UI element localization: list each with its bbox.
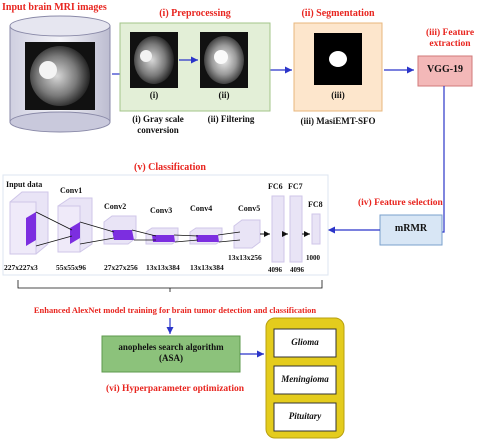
layer-input: Input data — [6, 180, 43, 189]
filter-image-number: (ii) — [218, 90, 230, 100]
class-box-meningioma — [273, 365, 337, 395]
layer-fc8: FC8 — [308, 200, 323, 209]
feature-extraction-title: (iii) Feature extraction — [425, 28, 475, 49]
mrmr-label: mRMR — [394, 223, 428, 234]
gray-image-number: (i) — [149, 90, 159, 100]
training-label: Enhanced AlexNet model training for brai… — [33, 305, 317, 315]
hyperparameter-title: (vi) Hyperparameter optimization — [105, 384, 245, 394]
filtering-caption: (ii) Filtering — [207, 114, 255, 124]
input-title: Input brain MRI images — [2, 2, 107, 13]
input-cylinder — [9, 15, 111, 133]
filtered-image — [200, 32, 248, 88]
arrow-vgg-to-mrmr — [410, 86, 445, 236]
vgg19-box — [417, 55, 473, 87]
alexnet-network — [9, 191, 321, 263]
layer-conv5: Conv5 — [238, 204, 261, 213]
layer-conv3: Conv3 — [150, 206, 173, 215]
segmentation-title: (ii) Segmentation — [301, 8, 375, 19]
dim-fc7: 4096 — [290, 266, 304, 274]
dim-conv1: 55x55x96 — [56, 263, 86, 272]
layer-fc7: FC7 — [288, 182, 303, 191]
segment-image-number: (iii) — [331, 90, 345, 100]
classification-title: (v) Classification — [134, 162, 206, 173]
dim-conv2: 27x27x256 — [104, 263, 138, 272]
layer-conv2: Conv2 — [104, 202, 127, 211]
asa-label: anopheles search algorithm (ASA) — [118, 342, 224, 363]
dim-conv4: 13x13x384 — [190, 263, 224, 272]
asa-box — [101, 335, 241, 373]
layer-conv4: Conv4 — [190, 204, 213, 213]
dim-conv3: 13x13x384 — [146, 263, 180, 272]
class-box-pituitary — [273, 402, 337, 432]
dim-input: 227x227x3 — [4, 263, 38, 272]
preprocessing-title: (i) Preprocessing — [159, 8, 231, 19]
gray-scale-caption: (i) Gray scale conversion — [132, 114, 184, 135]
layer-conv1: Conv1 — [60, 186, 83, 195]
network-bracket — [17, 280, 323, 289]
class-glioma: Glioma — [291, 337, 319, 347]
dim-fc6: 4096 — [268, 266, 282, 274]
segmented-image — [314, 33, 362, 85]
dim-fc8: 1000 — [306, 254, 320, 262]
class-meningioma: Meningioma — [281, 374, 329, 384]
segmentation-caption: (iii) MasiEMT-SFO — [300, 116, 376, 126]
gray-scale-image — [130, 32, 178, 88]
dim-conv5: 13x13x256 — [228, 253, 262, 262]
class-pituitary: Pituitary — [288, 411, 322, 421]
feature-selection-title: (iv) Feature selection — [358, 198, 443, 208]
class-box-glioma — [273, 328, 337, 358]
mrmr-box — [379, 214, 443, 246]
vgg19-label: VGG-19 — [426, 64, 464, 75]
layer-fc6: FC6 — [268, 182, 283, 191]
